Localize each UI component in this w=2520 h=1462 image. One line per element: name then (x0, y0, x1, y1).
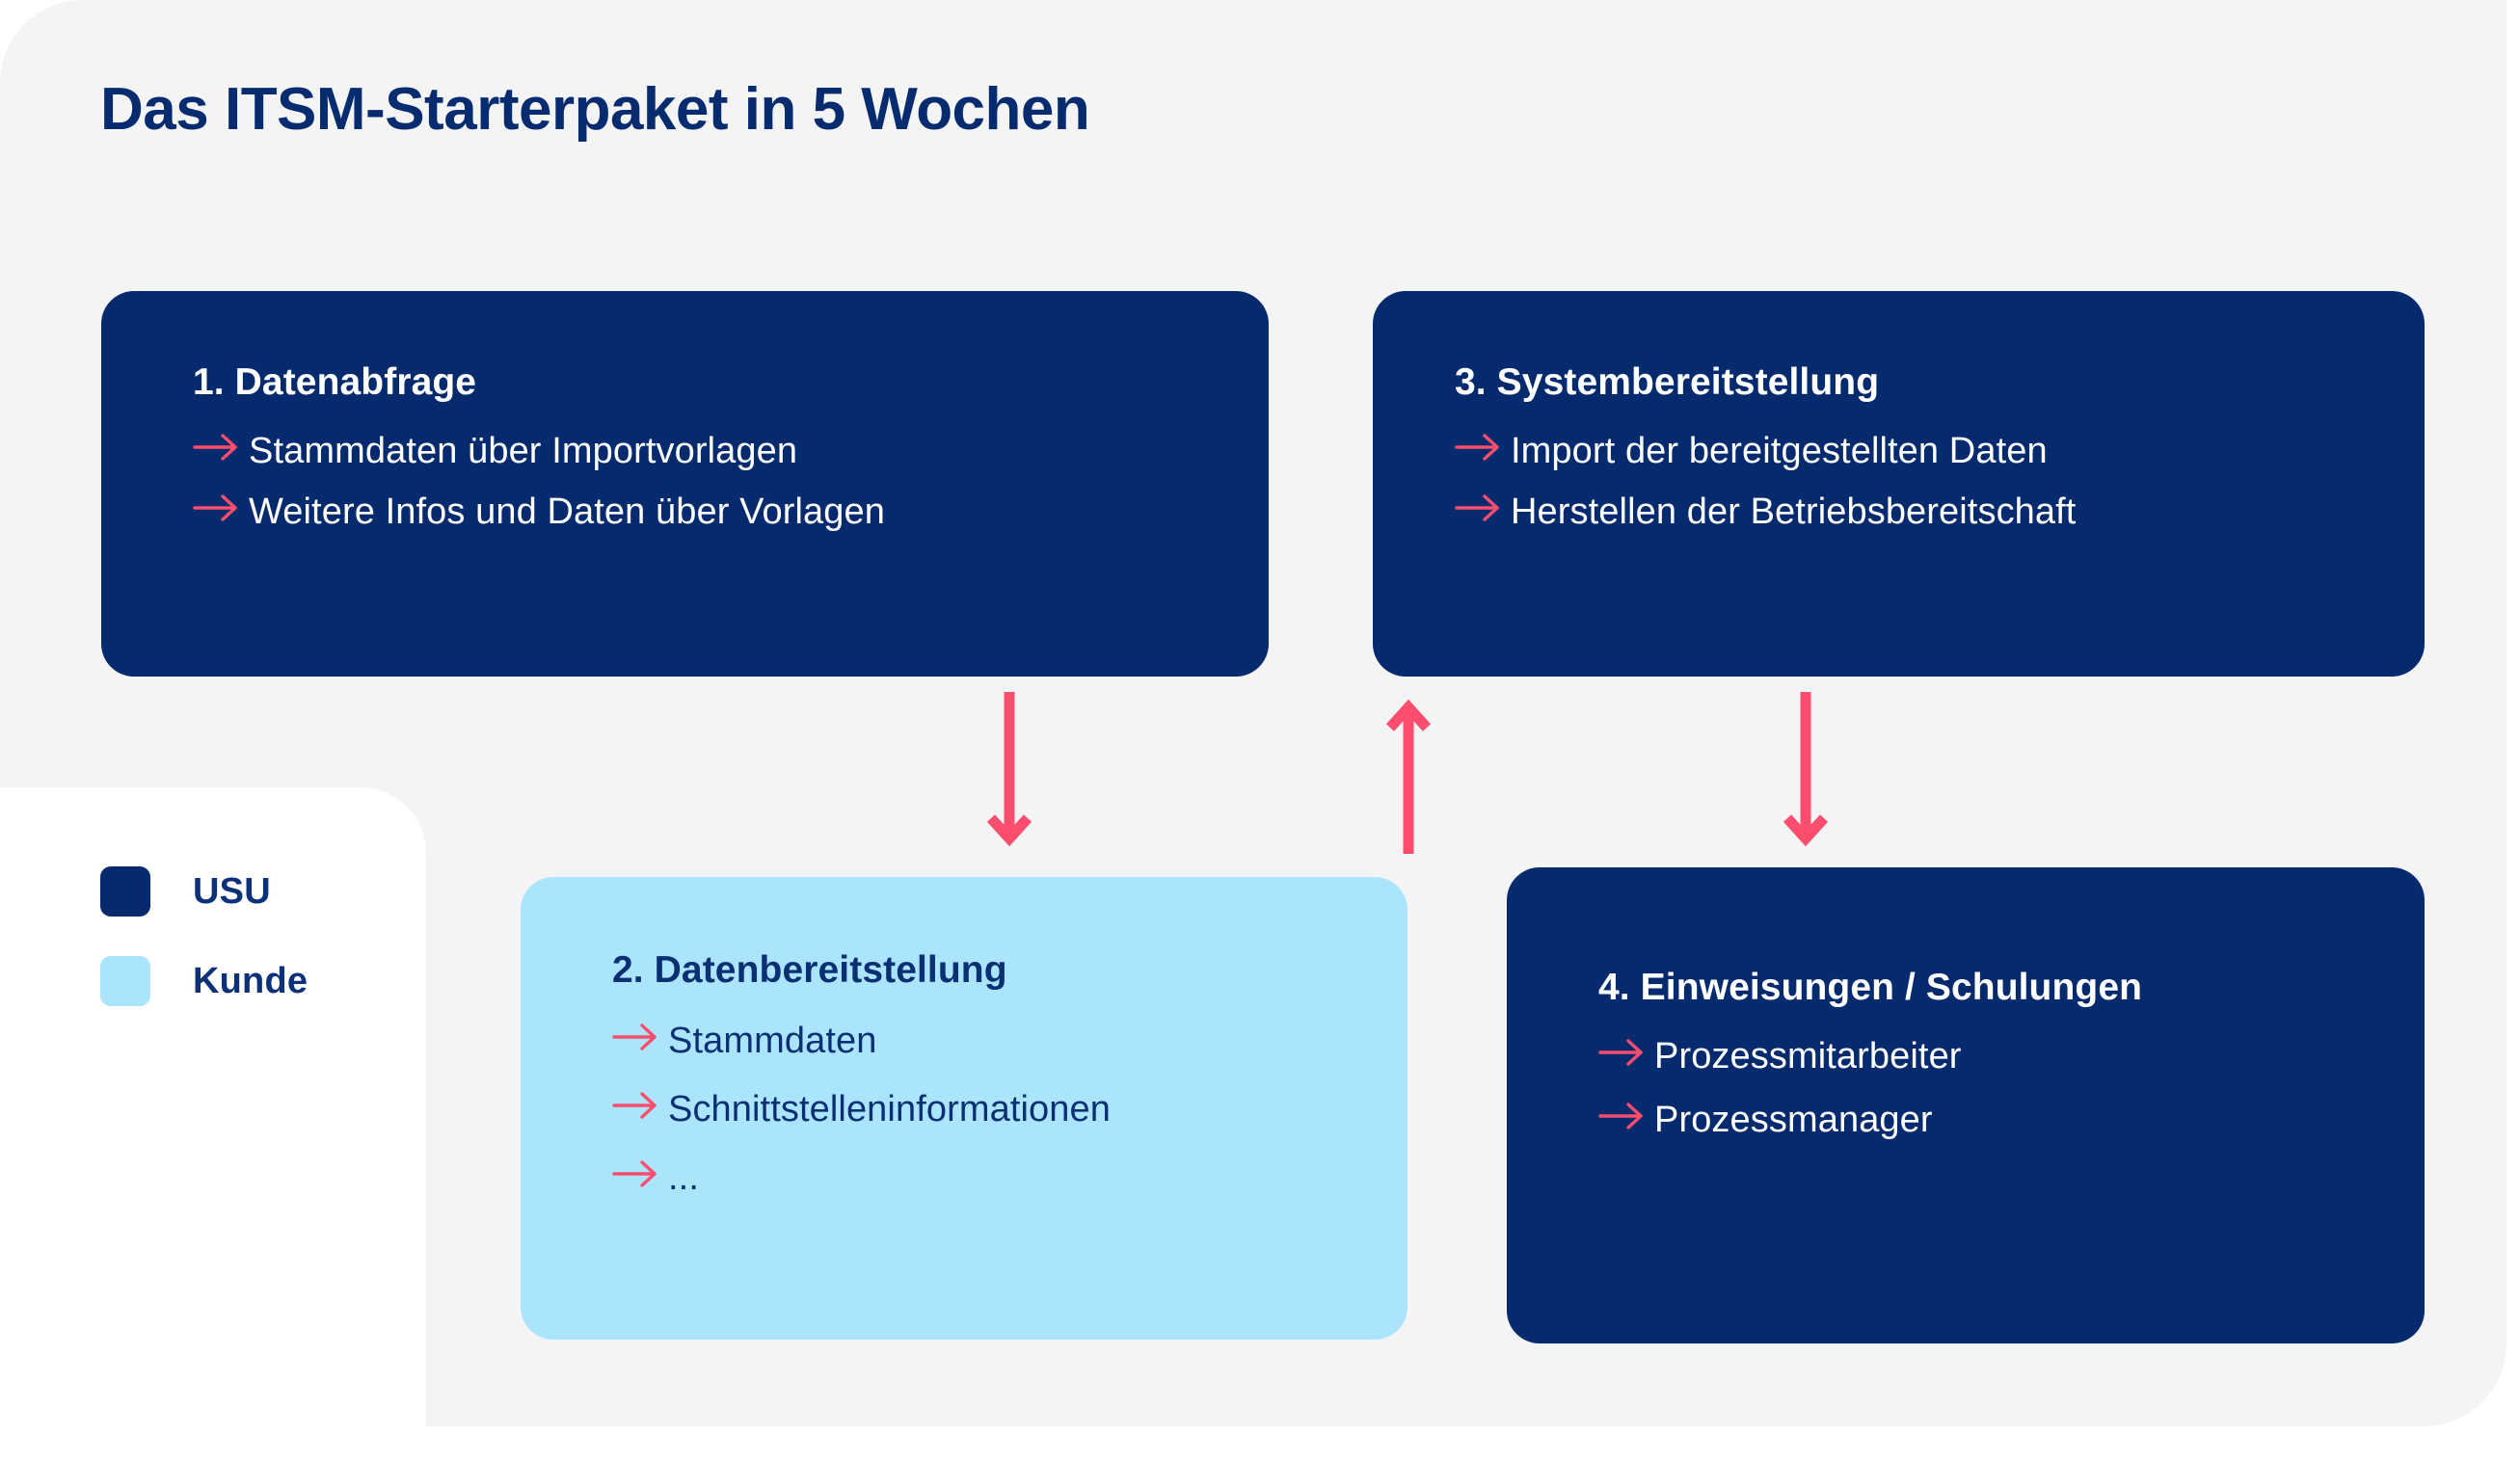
card-title: 3. Systembereitstellung (1455, 361, 1880, 403)
page-title: Das ITSM-Starterpaket in 5 Wochen (100, 76, 1090, 143)
bullet-label: Prozessmitarbeiter (1654, 1036, 1962, 1077)
legend: USU Kunde (100, 865, 308, 1045)
process-card-datenabfrage[interactable]: 1. Datenabfrage Stammdaten über Importvo… (101, 291, 1269, 677)
bullet-label: Stammdaten über Importvorlagen (249, 431, 798, 471)
arrow-right-icon (612, 1022, 668, 1052)
legend-label: Kunde (193, 960, 308, 1001)
arrow-right-icon (1455, 432, 1511, 463)
connector-card2-to-card3 (1379, 690, 1438, 861)
arrow-right-icon (612, 1158, 668, 1189)
arrow-right-icon (612, 1090, 668, 1121)
arrow-right-icon (193, 492, 249, 523)
bullet-label: Import der bereitgestellten Daten (1511, 431, 2048, 471)
process-card-einweisungen-schulungen[interactable]: 4. Einweisungen / Schulungen Prozessmita… (1507, 867, 2425, 1343)
card-content: 3. Systembereitstellung Import der berei… (1455, 361, 2425, 552)
bullet-item: Stammdaten (612, 1021, 1407, 1062)
arrow-up-icon (1385, 699, 1432, 854)
bullet-item: Schnittstelleninformationen (612, 1089, 1407, 1130)
bullet-label: Stammdaten (668, 1021, 877, 1061)
card-content: 2. Datenbereitstellung Stammdaten (612, 949, 1407, 1226)
process-card-datenbereitstellung[interactable]: 2. Datenbereitstellung Stammdaten (521, 877, 1407, 1340)
card-title: 4. Einweisungen / Schulungen (1598, 967, 2143, 1008)
bullet-item: Weitere Infos und Daten über Vorlagen (193, 492, 1269, 533)
bullet-item: Prozessmitarbeiter (1598, 1036, 2425, 1077)
card-bullet-list: Prozessmitarbeiter Prozessmanager (1598, 1036, 2425, 1141)
legend-swatch-usu (100, 866, 150, 917)
card-title: 1. Datenabfrage (193, 361, 477, 403)
card-content: 1. Datenabfrage Stammdaten über Importvo… (193, 361, 1269, 552)
background-notch (0, 787, 426, 1462)
connector-card1-to-card2 (979, 690, 1039, 861)
legend-item-usu: USU (100, 865, 308, 917)
bullet-item: Import der bereitgestellten Daten (1455, 431, 2425, 472)
legend-item-kunde: Kunde (100, 955, 308, 1007)
bullet-label: Weitere Infos und Daten über Vorlagen (249, 492, 885, 532)
arrow-right-icon (1598, 1101, 1654, 1131)
card-bullet-list: Import der bereitgestellten Daten Herste… (1455, 431, 2425, 533)
card-bullet-list: Stammdaten über Importvorlagen Weitere I… (193, 431, 1269, 533)
bullet-label: Schnittstelleninformationen (668, 1089, 1111, 1130)
connector-card3-to-card4 (1776, 690, 1836, 861)
bullet-item: Prozessmanager (1598, 1100, 2425, 1141)
bullet-label: Herstellen der Betriebsbereitschaft (1511, 492, 2077, 532)
card-title: 2. Datenbereitstellung (612, 949, 1007, 991)
arrow-down-icon (1783, 692, 1829, 847)
arrow-right-icon (1598, 1037, 1654, 1068)
bullet-item: Herstellen der Betriebsbereitschaft (1455, 492, 2425, 533)
arrow-down-icon (986, 692, 1032, 847)
arrow-right-icon (193, 432, 249, 463)
process-card-systembereitstellung[interactable]: 3. Systembereitstellung Import der berei… (1373, 291, 2425, 677)
bullet-label: Prozessmanager (1654, 1100, 1933, 1140)
bullet-item: Stammdaten über Importvorlagen (193, 431, 1269, 472)
bullet-item: ... (612, 1157, 1407, 1199)
card-bullet-list: Stammdaten Schnittstelleninformationen (612, 1021, 1407, 1199)
bullet-label: ... (668, 1157, 699, 1198)
card-content: 4. Einweisungen / Schulungen Prozessmita… (1598, 967, 2425, 1163)
arrow-right-icon (1455, 492, 1511, 523)
legend-swatch-kunde (100, 956, 150, 1006)
legend-label: USU (193, 870, 271, 912)
